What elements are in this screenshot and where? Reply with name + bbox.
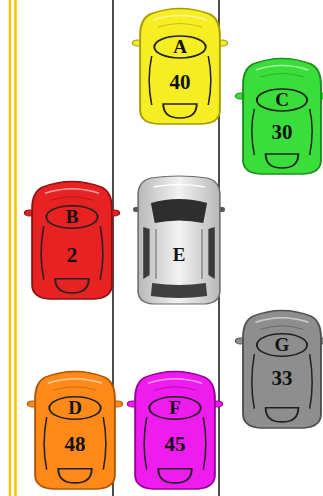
car-body — [27, 178, 117, 300]
car-number: 2 — [27, 244, 117, 266]
car: B2 — [27, 178, 117, 300]
car-number: 33 — [238, 367, 323, 389]
car-letter: G — [238, 334, 323, 356]
car-letter: F — [130, 397, 220, 419]
car-number: 45 — [130, 433, 220, 455]
car-letter: A — [135, 36, 225, 58]
yellow-line — [9, 0, 12, 496]
car: G 33 — [238, 307, 323, 429]
car-number: 30 — [238, 121, 323, 143]
car-body — [30, 368, 120, 490]
car-number: 40 — [135, 71, 225, 93]
car-body — [238, 55, 323, 175]
car-letter: D — [30, 397, 120, 419]
car-letter: E — [133, 244, 225, 266]
car-number: 48 — [30, 433, 120, 455]
car: D 48 — [30, 368, 120, 490]
car: A 40 — [135, 5, 225, 125]
car-body — [133, 175, 225, 305]
car-letter: C — [238, 89, 323, 111]
car-body — [135, 5, 225, 125]
car-body — [130, 368, 220, 490]
yellow-line — [14, 0, 17, 496]
car-letter: B — [27, 206, 117, 228]
car: F 45 — [130, 368, 220, 490]
car: C 30 — [238, 55, 323, 175]
car: E — [133, 175, 225, 305]
